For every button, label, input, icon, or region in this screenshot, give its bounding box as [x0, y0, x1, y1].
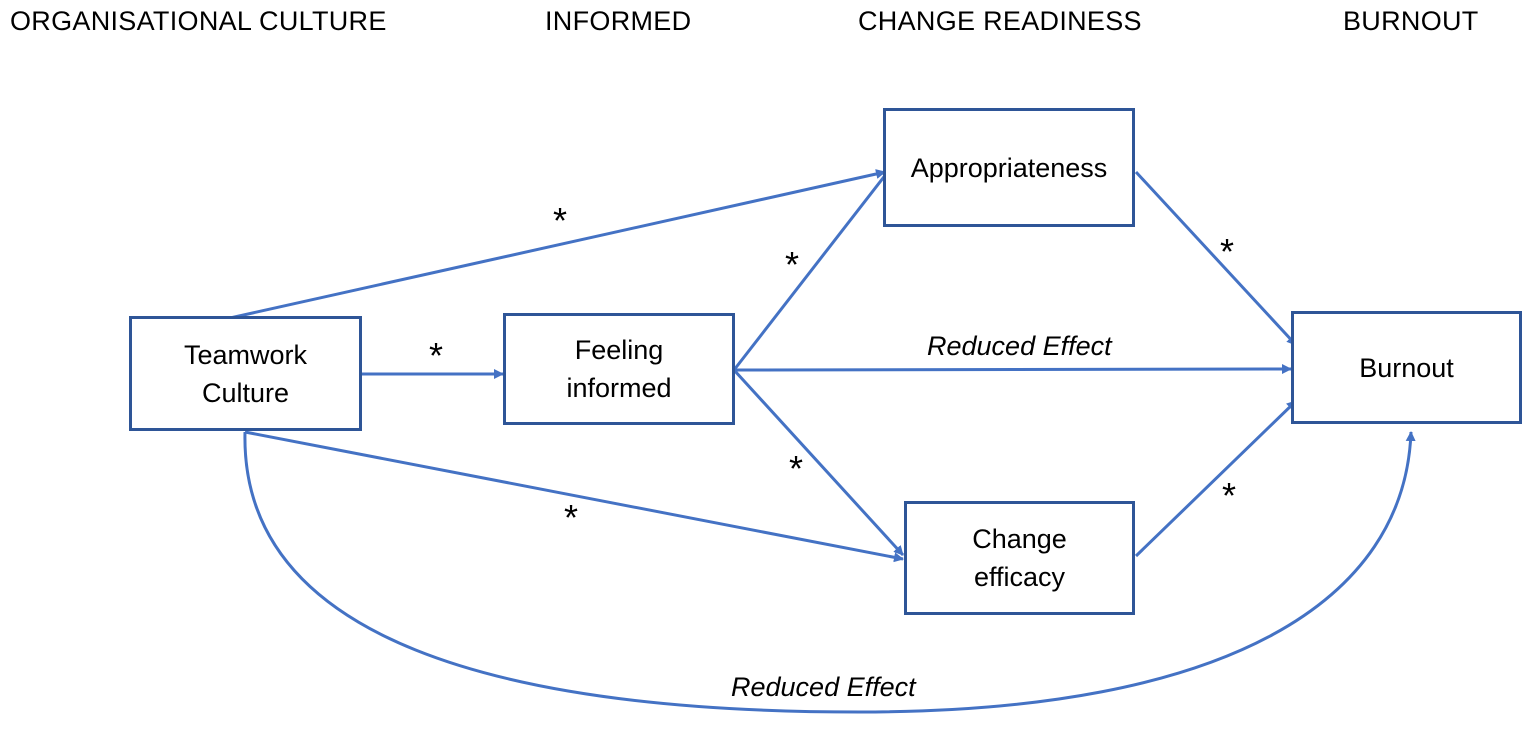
arrow-teamwork-to-burnout-curve: [243, 431, 1416, 714]
node-informed-line2: informed: [566, 373, 672, 403]
arrow-efficacy-to-burnout: [1134, 399, 1298, 558]
star-appropriateness-burnout: *: [1220, 231, 1235, 272]
node-appropriateness-label: Appropriateness: [910, 152, 1108, 183]
node-teamwork-line1: Teamwork: [183, 339, 308, 370]
node-burnout: Burnout: [1291, 311, 1522, 424]
node-teamwork-line2: Culture: [201, 377, 290, 408]
node-informed-line1: Feeling: [574, 335, 664, 365]
arrow-teamwork-to-efficacy: [244, 430, 904, 563]
star-informed-efficacy: *: [789, 448, 804, 489]
star-teamwork-appropriateness: *: [553, 200, 568, 241]
node-feeling-informed: Feeling informed: [503, 313, 735, 425]
label-reduced-effect-direct: Reduced Effect: [927, 331, 1112, 361]
node-teamwork-culture: Teamwork Culture: [129, 316, 362, 431]
arrow-informed-to-efficacy: [732, 368, 905, 557]
arrow-teamwork-to-appropriateness: [229, 169, 886, 320]
star-informed-appropriateness: *: [785, 244, 800, 285]
node-appropriateness: Appropriateness: [883, 108, 1135, 227]
header-change-readiness: CHANGE READINESS: [858, 6, 1142, 36]
arrow-informed-to-burnout: [733, 364, 1292, 375]
star-efficacy-burnout: *: [1222, 475, 1237, 516]
node-efficacy-line1: Change: [972, 524, 1067, 554]
label-reduced-effect-total: Reduced Effect: [731, 672, 916, 702]
node-burnout-label: Burnout: [1359, 352, 1454, 383]
node-change-efficacy: Change efficacy: [904, 501, 1135, 615]
star-teamwork-informed: *: [429, 335, 444, 376]
node-efficacy-line2: efficacy: [973, 562, 1066, 592]
arrow-appropriateness-to-burnout: [1134, 170, 1298, 347]
header-organisational-culture: ORGANISATIONAL CULTURE: [10, 6, 387, 36]
arrow-informed-to-appropriateness: [732, 168, 892, 371]
header-informed: INFORMED: [545, 6, 692, 36]
star-teamwork-efficacy: *: [564, 497, 579, 538]
header-burnout: BURNOUT: [1343, 6, 1479, 36]
